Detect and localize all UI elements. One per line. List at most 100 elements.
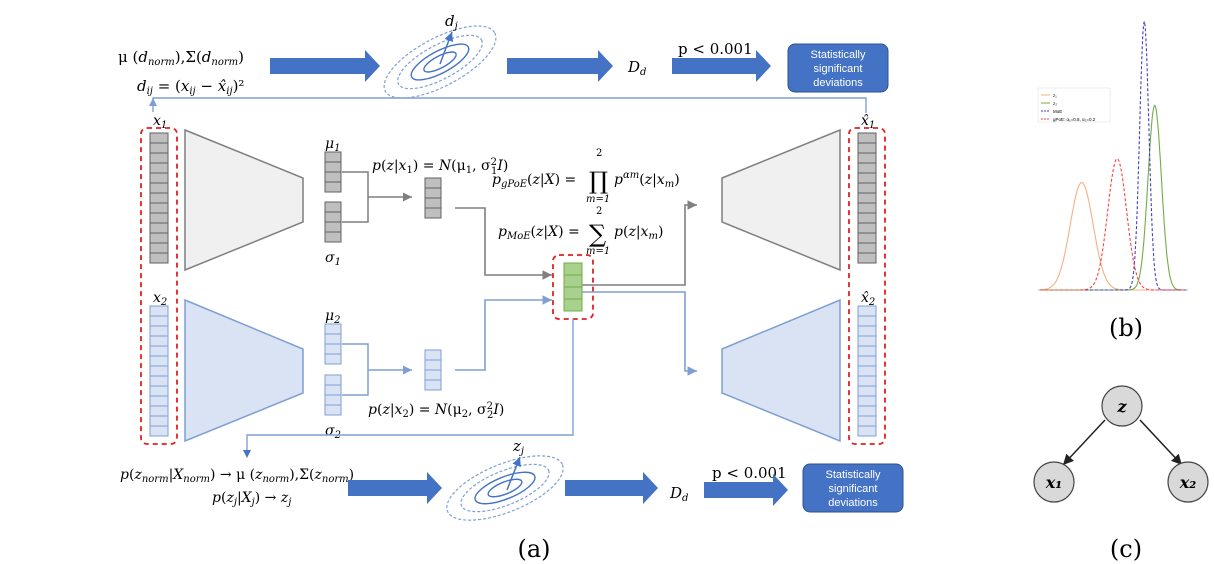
mu2-cell — [324, 353, 342, 365]
sigma2-cell — [324, 384, 342, 396]
sigma1-cell — [324, 211, 342, 223]
x2-cell — [149, 345, 169, 357]
x2-cell — [149, 415, 169, 427]
x2-hat-cell — [857, 315, 877, 327]
top-flow: μ (dnorm),Σ(dnorm) dij = (xij − x̂ij)² d… — [118, 12, 889, 113]
x1-hat-cell — [857, 222, 877, 234]
x2-cell — [149, 375, 169, 387]
density-curve-3 — [1040, 158, 1186, 291]
mu2-block — [324, 323, 342, 365]
panel-c: z x₁ x₂ (c) — [1033, 385, 1209, 563]
x1-cell — [149, 172, 169, 184]
x1-cell — [149, 162, 169, 174]
sigma1-cell — [324, 221, 342, 233]
sigma2-block — [324, 374, 342, 416]
mu2-cell — [324, 333, 342, 345]
sigma1-block — [324, 201, 342, 243]
mu1-cell — [324, 161, 342, 173]
density-chart — [1039, 21, 1186, 291]
x2-label: x2 — [153, 290, 167, 308]
big-arrow-top-2 — [507, 50, 613, 82]
x1-hat-cell — [857, 172, 877, 184]
x2-hat-cell — [857, 395, 877, 407]
z2-cell — [424, 379, 442, 391]
z1-sample-block — [424, 177, 442, 219]
node-x2-label: x₂ — [1179, 473, 1197, 492]
x1-hat-cell — [857, 212, 877, 224]
path-z1-to-joint — [455, 207, 552, 280]
sum-upper: 2 — [596, 206, 602, 217]
x1-cell — [149, 212, 169, 224]
x1-hat-cell — [857, 232, 877, 244]
panel-a-caption: (a) — [517, 535, 550, 563]
legend-label-1: z₂ — [1053, 101, 1057, 106]
sig-box-bottom-line3: deviations — [828, 497, 878, 509]
x2-cell — [149, 425, 169, 437]
x1-hat-cell — [857, 152, 877, 164]
density-curve-0 — [1039, 181, 1186, 291]
sum-symbol: ∑ — [589, 220, 606, 248]
x2-cell — [149, 365, 169, 377]
x1-hat-output-stack — [857, 132, 877, 264]
moe-equation-lhs: pMoE(z|X) = — [498, 224, 580, 242]
sigma1-label: σ1 — [325, 250, 341, 268]
zj-ellipses — [446, 455, 564, 521]
pvalue-bottom: p < 0.001 — [712, 464, 787, 482]
dij-equation: dij = (xij − x̂ij)² — [137, 77, 244, 97]
feedback-line-bottom — [246, 319, 574, 452]
x2-hat-cell — [857, 325, 877, 337]
z2-cell — [424, 369, 442, 381]
joint-latent-block — [563, 262, 583, 312]
x1-cell — [149, 232, 169, 244]
sigma1-cell — [324, 231, 342, 243]
big-arrow-bottom-3 — [704, 474, 788, 506]
edge-z-x1 — [1062, 419, 1106, 466]
node-x2 — [1167, 461, 1209, 503]
z1-cell — [424, 187, 442, 199]
x1-hat-cell — [857, 242, 877, 254]
feedback-arrowhead-top — [149, 98, 157, 106]
x1-cell — [149, 132, 169, 144]
output-dashed-box — [848, 127, 886, 445]
prod-upper: 2 — [596, 148, 602, 159]
x2-hat-cell — [857, 345, 877, 357]
big-arrow-bottom-1 — [348, 472, 442, 504]
x1-cell — [149, 142, 169, 154]
x2-cell — [149, 385, 169, 397]
zj-vector-arrow — [506, 456, 521, 491]
edge-z-x2 — [1139, 419, 1183, 466]
x2-hat-cell — [857, 305, 877, 317]
sigma1-cell — [324, 201, 342, 213]
x2-input-stack — [149, 305, 169, 437]
z1-cell — [424, 197, 442, 209]
x2-hat-cell — [857, 425, 877, 437]
x1-hat-cell — [857, 162, 877, 174]
zj-label: zj — [512, 437, 524, 457]
mu2-cell — [324, 323, 342, 335]
x2-hat-cell — [857, 335, 877, 347]
x1-hat-cell — [857, 142, 877, 154]
moe-equation-rhs: p(z|xm) — [614, 224, 663, 242]
z2-cell — [424, 359, 442, 371]
x1-cell — [149, 252, 169, 264]
prod-lower: m=1 — [586, 194, 610, 205]
node-z-label: z — [1116, 397, 1127, 416]
x1-cell — [149, 222, 169, 234]
legend-label-0: z₁ — [1053, 93, 1057, 98]
top-stats-text: μ (dnorm),Σ(dnorm) — [118, 48, 244, 68]
z1-cell — [424, 207, 442, 219]
z1-cell — [424, 177, 442, 189]
sigma2-cell — [324, 394, 342, 406]
sigma2-cell — [324, 374, 342, 386]
node-x1-label: x₁ — [1045, 473, 1063, 492]
dd-bottom-label: Dd — [669, 484, 688, 504]
joint-cell — [563, 298, 583, 312]
sum-lower: m=1 — [586, 246, 610, 257]
mu1-cell — [324, 171, 342, 183]
decoder-2 — [721, 298, 841, 443]
path-joint-to-decoder-2 — [582, 291, 697, 376]
legend-label-2: MoE — [1053, 109, 1062, 114]
